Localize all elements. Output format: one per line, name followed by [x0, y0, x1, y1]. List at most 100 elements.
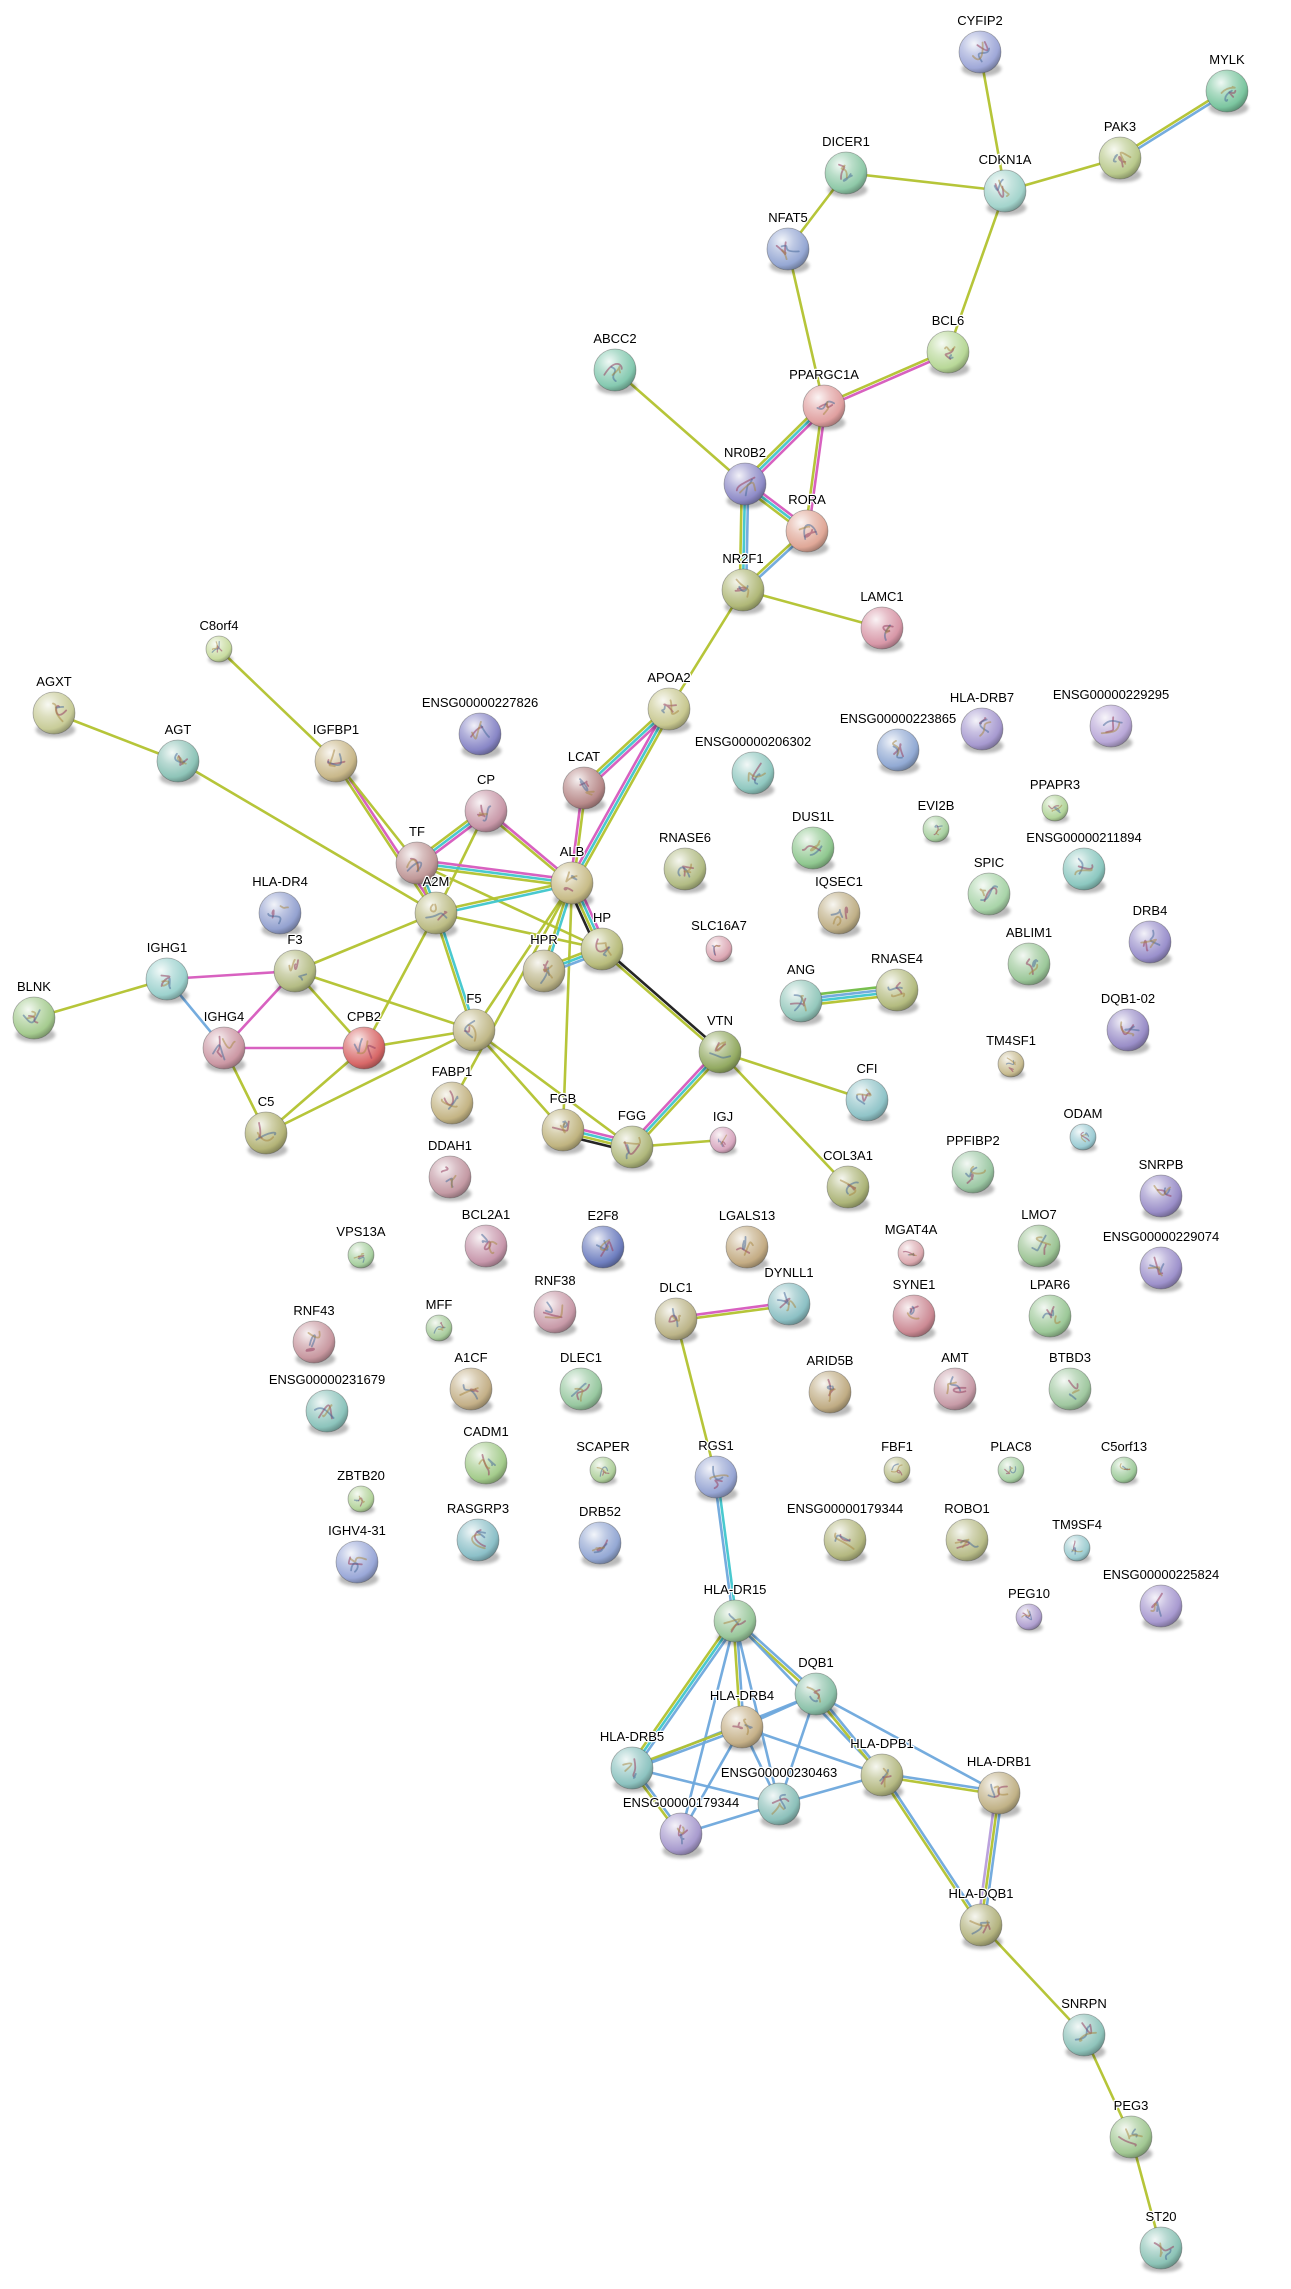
node-IGJ[interactable]: [709, 1126, 737, 1156]
node-SLC16A7[interactable]: [705, 935, 733, 965]
node-HLA-DRB1[interactable]: [977, 1771, 1021, 1818]
node-HLA-DRB4[interactable]: [720, 1705, 764, 1752]
edge-F5-FGG[interactable]: [472, 1028, 634, 1149]
edge-IGHG1-BLNK[interactable]: [32, 977, 169, 1020]
node-VTN[interactable]: [698, 1030, 742, 1077]
node-C5[interactable]: [244, 1111, 288, 1158]
node-CFI[interactable]: [845, 1078, 889, 1125]
node-DRB4[interactable]: [1128, 920, 1172, 967]
node-CPB2[interactable]: [342, 1026, 386, 1073]
node-MFF[interactable]: [425, 1314, 453, 1344]
node-F3[interactable]: [273, 949, 317, 996]
edge-ALB-F5[interactable]: [472, 881, 574, 1032]
node-C5orf13[interactable]: [1110, 1456, 1138, 1486]
node-HLA-DRB5[interactable]: [610, 1746, 654, 1793]
node-VPS13A[interactable]: [347, 1241, 375, 1271]
node-SCAPER[interactable]: [589, 1456, 617, 1486]
edge-ALB-FABP1[interactable]: [450, 881, 574, 1105]
node-RNASE4[interactable]: [875, 968, 919, 1015]
node-BLNK[interactable]: [12, 996, 56, 1043]
node-IQSEC1[interactable]: [817, 891, 861, 938]
node-ZBTB20[interactable]: [347, 1485, 375, 1515]
node-CDKN1A[interactable]: [983, 169, 1027, 216]
node-DLEC1[interactable]: [559, 1367, 603, 1414]
node-TF[interactable]: [395, 841, 439, 888]
edge-AGT-A2M[interactable]: [176, 759, 438, 915]
node-AMT[interactable]: [933, 1367, 977, 1414]
node-RNF38[interactable]: [533, 1290, 577, 1337]
edge-HLA-DR15-ENSG00000179344_b[interactable]: [679, 1619, 737, 1836]
node-CYFIP2[interactable]: [958, 30, 1002, 77]
node-LPAR6[interactable]: [1028, 1294, 1072, 1341]
node-ENSG00000229074[interactable]: [1139, 1246, 1183, 1293]
node-ABLIM1[interactable]: [1007, 942, 1051, 989]
node-EVI2B[interactable]: [922, 815, 950, 845]
edge-F3-IGHG1[interactable]: [165, 969, 297, 981]
node-ABCC2[interactable]: [593, 348, 637, 395]
edge-DLC1-RGS1[interactable]: [674, 1317, 718, 1479]
node-IGHG1[interactable]: [145, 957, 189, 1004]
node-DQB1[interactable]: [794, 1672, 838, 1719]
node-PPFIBP2[interactable]: [951, 1150, 995, 1197]
node-LCAT[interactable]: [562, 766, 606, 813]
node-LGALS13[interactable]: [725, 1225, 769, 1272]
node-RNF43[interactable]: [292, 1320, 336, 1367]
node-SYNE1[interactable]: [892, 1294, 936, 1341]
node-IGFBP1[interactable]: [314, 739, 358, 786]
node-AGXT[interactable]: [32, 691, 76, 738]
node-ANG[interactable]: [779, 979, 823, 1026]
node-PLAC8[interactable]: [997, 1456, 1025, 1486]
node-C8orf4[interactable]: [205, 635, 233, 665]
edge-A2M-HP[interactable]: [434, 911, 604, 951]
edge-ABCC2-NR0B2[interactable]: [613, 368, 747, 486]
node-RNASE6[interactable]: [663, 847, 707, 894]
node-ALB[interactable]: [550, 861, 594, 908]
node-AGT[interactable]: [156, 739, 200, 786]
node-SNRPN[interactable]: [1062, 2013, 1106, 2060]
node-HLA-DQB1[interactable]: [959, 1903, 1003, 1950]
node-ST20[interactable]: [1139, 2226, 1183, 2273]
node-A2M[interactable]: [414, 891, 458, 938]
node-CADM1[interactable]: [464, 1441, 508, 1488]
edge-F3-F5[interactable]: [293, 969, 476, 1032]
node-ARID5B[interactable]: [808, 1370, 852, 1417]
edge-VTN-COL3A1[interactable]: [718, 1050, 850, 1189]
edge-HLA-DRB5-ENSG00000230463[interactable]: [630, 1766, 781, 1806]
node-DDAH1[interactable]: [428, 1155, 472, 1202]
edge-HLA-DPB1-HLA-DQB1[interactable]: [879, 1772, 984, 1928]
edge-A2M-F3[interactable]: [293, 911, 438, 973]
node-ENSG00000206302[interactable]: [731, 751, 775, 798]
node-RASGRP3[interactable]: [456, 1518, 500, 1565]
node-ENSG00000229295[interactable]: [1089, 704, 1133, 751]
edge-CDKN1A-BCL6[interactable]: [946, 189, 1007, 354]
node-HLA-DR4[interactable]: [258, 891, 302, 938]
node-ENSG00000179344_b[interactable]: [659, 1812, 703, 1859]
node-A1CF[interactable]: [449, 1367, 493, 1414]
node-BCL6[interactable]: [926, 330, 970, 377]
node-PEG10[interactable]: [1015, 1603, 1043, 1633]
node-TM9SF4[interactable]: [1063, 1534, 1091, 1564]
node-HLA-DPB1[interactable]: [860, 1753, 904, 1800]
node-SNRPB[interactable]: [1139, 1174, 1183, 1221]
node-PEG3[interactable]: [1109, 2115, 1153, 2162]
node-HPR[interactable]: [522, 949, 566, 996]
edge-ALB-A2M[interactable]: [434, 880, 574, 916]
node-FBF1[interactable]: [883, 1456, 911, 1486]
node-FGB[interactable]: [541, 1108, 585, 1155]
node-HLA-DRB7[interactable]: [960, 707, 1004, 754]
edge-HLA-DRB4-HLA-DPB1[interactable]: [740, 1725, 884, 1777]
node-ODAM[interactable]: [1069, 1123, 1097, 1153]
node-MGAT4A[interactable]: [897, 1239, 925, 1269]
node-ENSG00000230463[interactable]: [757, 1782, 801, 1829]
edge-HLA-DR15-HLA-DRB5[interactable]: [628, 1617, 739, 1772]
node-HLA-DR15[interactable]: [713, 1599, 757, 1646]
node-DICER1[interactable]: [824, 151, 868, 198]
node-RGS1[interactable]: [694, 1455, 738, 1502]
edge-A2M-CPB2[interactable]: [362, 911, 438, 1050]
node-ENSG00000225824[interactable]: [1139, 1584, 1183, 1631]
edge-TF-ALB[interactable]: [415, 858, 574, 888]
node-DYNLL1[interactable]: [767, 1282, 811, 1329]
edge-C8orf4-IGFBP1[interactable]: [217, 647, 338, 763]
node-LMO7[interactable]: [1017, 1224, 1061, 1271]
node-ENSG00000223865[interactable]: [876, 728, 920, 775]
